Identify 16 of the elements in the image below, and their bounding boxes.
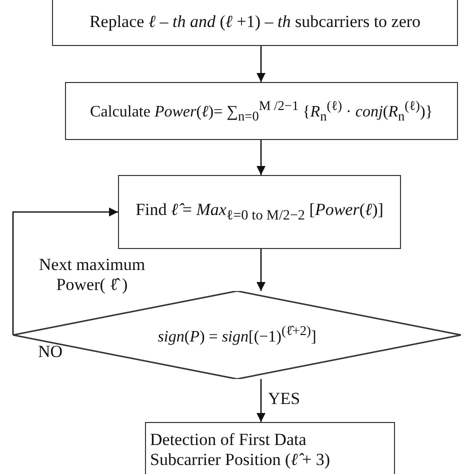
arrow (256, 379, 266, 422)
arrow (256, 46, 266, 82)
node-text: Detection of First Data Subcarrier Position (ℓ̂ + 3) (149, 430, 332, 470)
arrow (256, 140, 266, 175)
note-label: Next maximum Power( ℓ̂ ) (38, 255, 146, 294)
arrow (256, 249, 266, 291)
arrow (12, 208, 118, 335)
process-box (65, 82, 458, 140)
node-text: Calculate Power(ℓ)= ∑$_{n=0}$$^{M /2−1}$ {R$_{n}$$^{(ℓ)}$ · conj(R$_{n}$$^{(ℓ)}$)} (90, 98, 433, 124)
node-text: Replace ℓ – th and (ℓ +1) – th subcarriers to zero (89, 12, 421, 32)
process-box (52, 0, 458, 46)
node-text: Find ℓ̂ = Max$_{ℓ=0 to M/2−2}$ [Power(ℓ)] (136, 200, 384, 224)
process-box (145, 422, 395, 474)
process-box (118, 175, 401, 249)
edge-label: NO (38, 342, 63, 362)
node-text: sign(P) = sign[(−1)$^{(ℓ̂+2)}$] (158, 323, 316, 347)
